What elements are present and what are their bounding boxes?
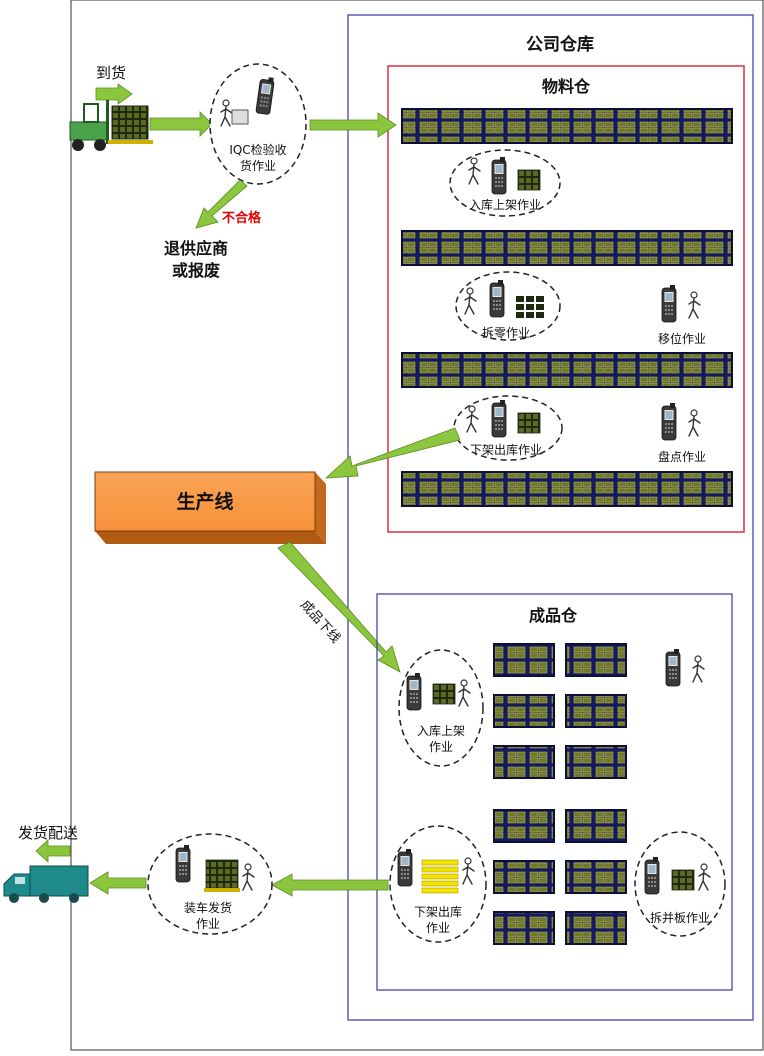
dispatch-arrow: [35, 839, 71, 863]
handheld-scanner-icon: [644, 856, 660, 895]
finished-pallet: [565, 911, 627, 945]
op-relocation-label: 移位作业: [658, 331, 706, 346]
arrow-to-iqc: [149, 111, 213, 137]
arrow-to-truck: [89, 871, 147, 895]
pallet-icon: [517, 412, 541, 434]
iqc-label-line2: 货作业: [240, 158, 276, 173]
production-line: 生产线: [94, 471, 326, 544]
company-warehouse-title: 公司仓库: [526, 34, 594, 55]
worker-icon: [692, 655, 705, 683]
op-finished-inbound: 入库上架 作业: [398, 649, 484, 767]
dispatch-label: 发货配送: [18, 824, 78, 842]
op-unpacking-label: 拆零作业: [482, 325, 530, 340]
arrow-finished-offline: [277, 541, 401, 673]
pallet-icon: [517, 169, 541, 191]
material-rack-row-2: [401, 230, 733, 266]
op-picking-outbound-label: 下架出库作业: [470, 442, 542, 457]
handheld-scanner-icon: [489, 279, 505, 318]
loading-line2: 作业: [196, 917, 220, 931]
op-picking-outbound: 下架出库作业: [453, 395, 563, 461]
op-loading: 装车发货 作业: [147, 833, 273, 935]
main-region-border: [70, 0, 764, 1051]
arrow-iqc-to-material: [309, 112, 397, 138]
finished-pallet: [493, 860, 555, 894]
finished-outbound-line2: 作业: [426, 921, 450, 935]
finished-pallet: [493, 809, 555, 843]
material-rack-row-3: [401, 352, 733, 388]
op-unpacking: 拆零作业: [455, 271, 561, 341]
finished-pallet: [565, 860, 627, 894]
arrow-to-loading: [271, 873, 389, 897]
truck-icon: [3, 865, 89, 903]
pallet-icon: [671, 869, 695, 891]
material-warehouse-title: 物料仓: [542, 77, 591, 96]
op-inbound-shelving-label: 入库上架作业: [469, 197, 541, 212]
unpacked-boxes-icon: [516, 296, 544, 318]
finished-standalone-op: [665, 648, 705, 687]
material-warehouse-border: [387, 65, 745, 533]
company-warehouse-border: [347, 14, 754, 1021]
handheld-scanner-icon: [491, 156, 507, 195]
finished-inbound-line2: 作业: [429, 740, 453, 754]
finished-pallet-grid: [493, 643, 627, 945]
reject-label: 不合格: [222, 210, 262, 226]
op-inventory-count-label: 盘点作业: [658, 449, 706, 464]
op-finished-outbound: 下架出库 作业: [389, 825, 487, 943]
finished-inbound-line1: 入库上架: [417, 723, 465, 738]
op-iqc: IQC检验收 货作业: [209, 63, 307, 185]
finished-pallet: [493, 694, 555, 728]
finished-pallet: [565, 643, 627, 677]
worker-icon: [688, 409, 701, 437]
finished-outbound-line1: 下架出库: [414, 904, 462, 919]
arrival-group: 到货: [69, 64, 213, 151]
forklift-icon: [69, 100, 153, 151]
arrow-to-production: [324, 427, 461, 479]
material-rack-row-1: [401, 108, 733, 144]
iqc-label-line1: IQC检验收: [229, 142, 286, 157]
finished-pallet: [493, 911, 555, 945]
pallet-icon: [432, 683, 456, 705]
loading-line1: 装车发货: [184, 900, 232, 915]
op-split-merge: 拆并板作业: [634, 831, 726, 937]
handheld-scanner-icon: [406, 672, 422, 711]
worker-icon: [688, 291, 701, 319]
arrival-label: 到货: [96, 64, 126, 82]
handheld-scanner-icon: [661, 284, 677, 323]
finished-pallet: [565, 809, 627, 843]
finished-warehouse-title: 成品仓: [529, 606, 578, 625]
handheld-scanner-icon: [491, 399, 507, 438]
reject-arrow: [195, 179, 248, 229]
handheld-scanner-icon: [661, 402, 677, 441]
handheld-scanner-icon: [665, 648, 681, 687]
op-inbound-shelving: 入库上架作业: [449, 149, 561, 217]
return-label-line1: 退供应商: [164, 239, 228, 258]
loaded-pallet-icon: [204, 859, 240, 892]
finished-pallet: [493, 643, 555, 677]
handheld-scanner-icon: [175, 844, 191, 883]
finished-warehouse-border: [376, 593, 733, 991]
op-relocation: 移位作业: [658, 284, 706, 346]
inspection-box-icon: [231, 109, 249, 125]
op-inventory-count: 盘点作业: [658, 402, 706, 464]
finished-pallet: [493, 745, 555, 779]
stacked-goods-icon: [421, 859, 459, 894]
arrival-arrow: [95, 83, 133, 105]
finished-pallet: [565, 745, 627, 779]
finished-pallet: [565, 694, 627, 728]
material-rack-row-4: [401, 471, 733, 507]
return-label-line2: 或报废: [172, 261, 220, 280]
op-split-merge-label: 拆并板作业: [650, 910, 710, 925]
production-line-label: 生产线: [176, 490, 233, 513]
handheld-scanner-icon: [397, 848, 413, 887]
